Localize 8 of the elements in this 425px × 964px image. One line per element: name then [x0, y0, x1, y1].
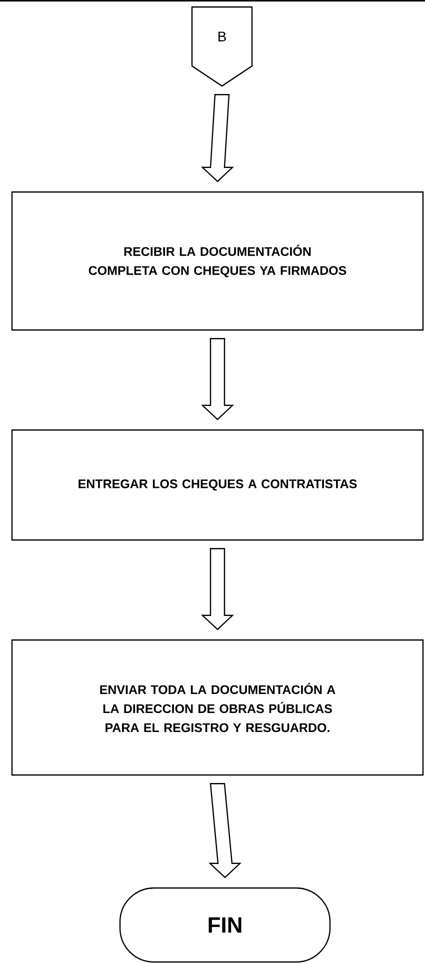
- block-arrow: [208, 783, 242, 878]
- off-page-connector: B: [191, 6, 253, 87]
- block-arrow: [200, 338, 234, 420]
- process-box: RECIBIR LA DOCUMENTACIÓN COMPLETA CON CHEQUES YA FIRMADOS: [11, 191, 424, 331]
- block-arrow: [200, 94, 234, 182]
- block-arrow: [200, 548, 234, 630]
- process-box: ENTREGAR LOS CHEQUES A CONTRATISTAS: [11, 429, 424, 541]
- process-box: ENVIAR TODA LA DOCUMENTACIÓN A LA DIRECCION DE OBRAS PÚBLICAS PARA EL REGISTRO Y RESGUARDO.: [11, 639, 424, 776]
